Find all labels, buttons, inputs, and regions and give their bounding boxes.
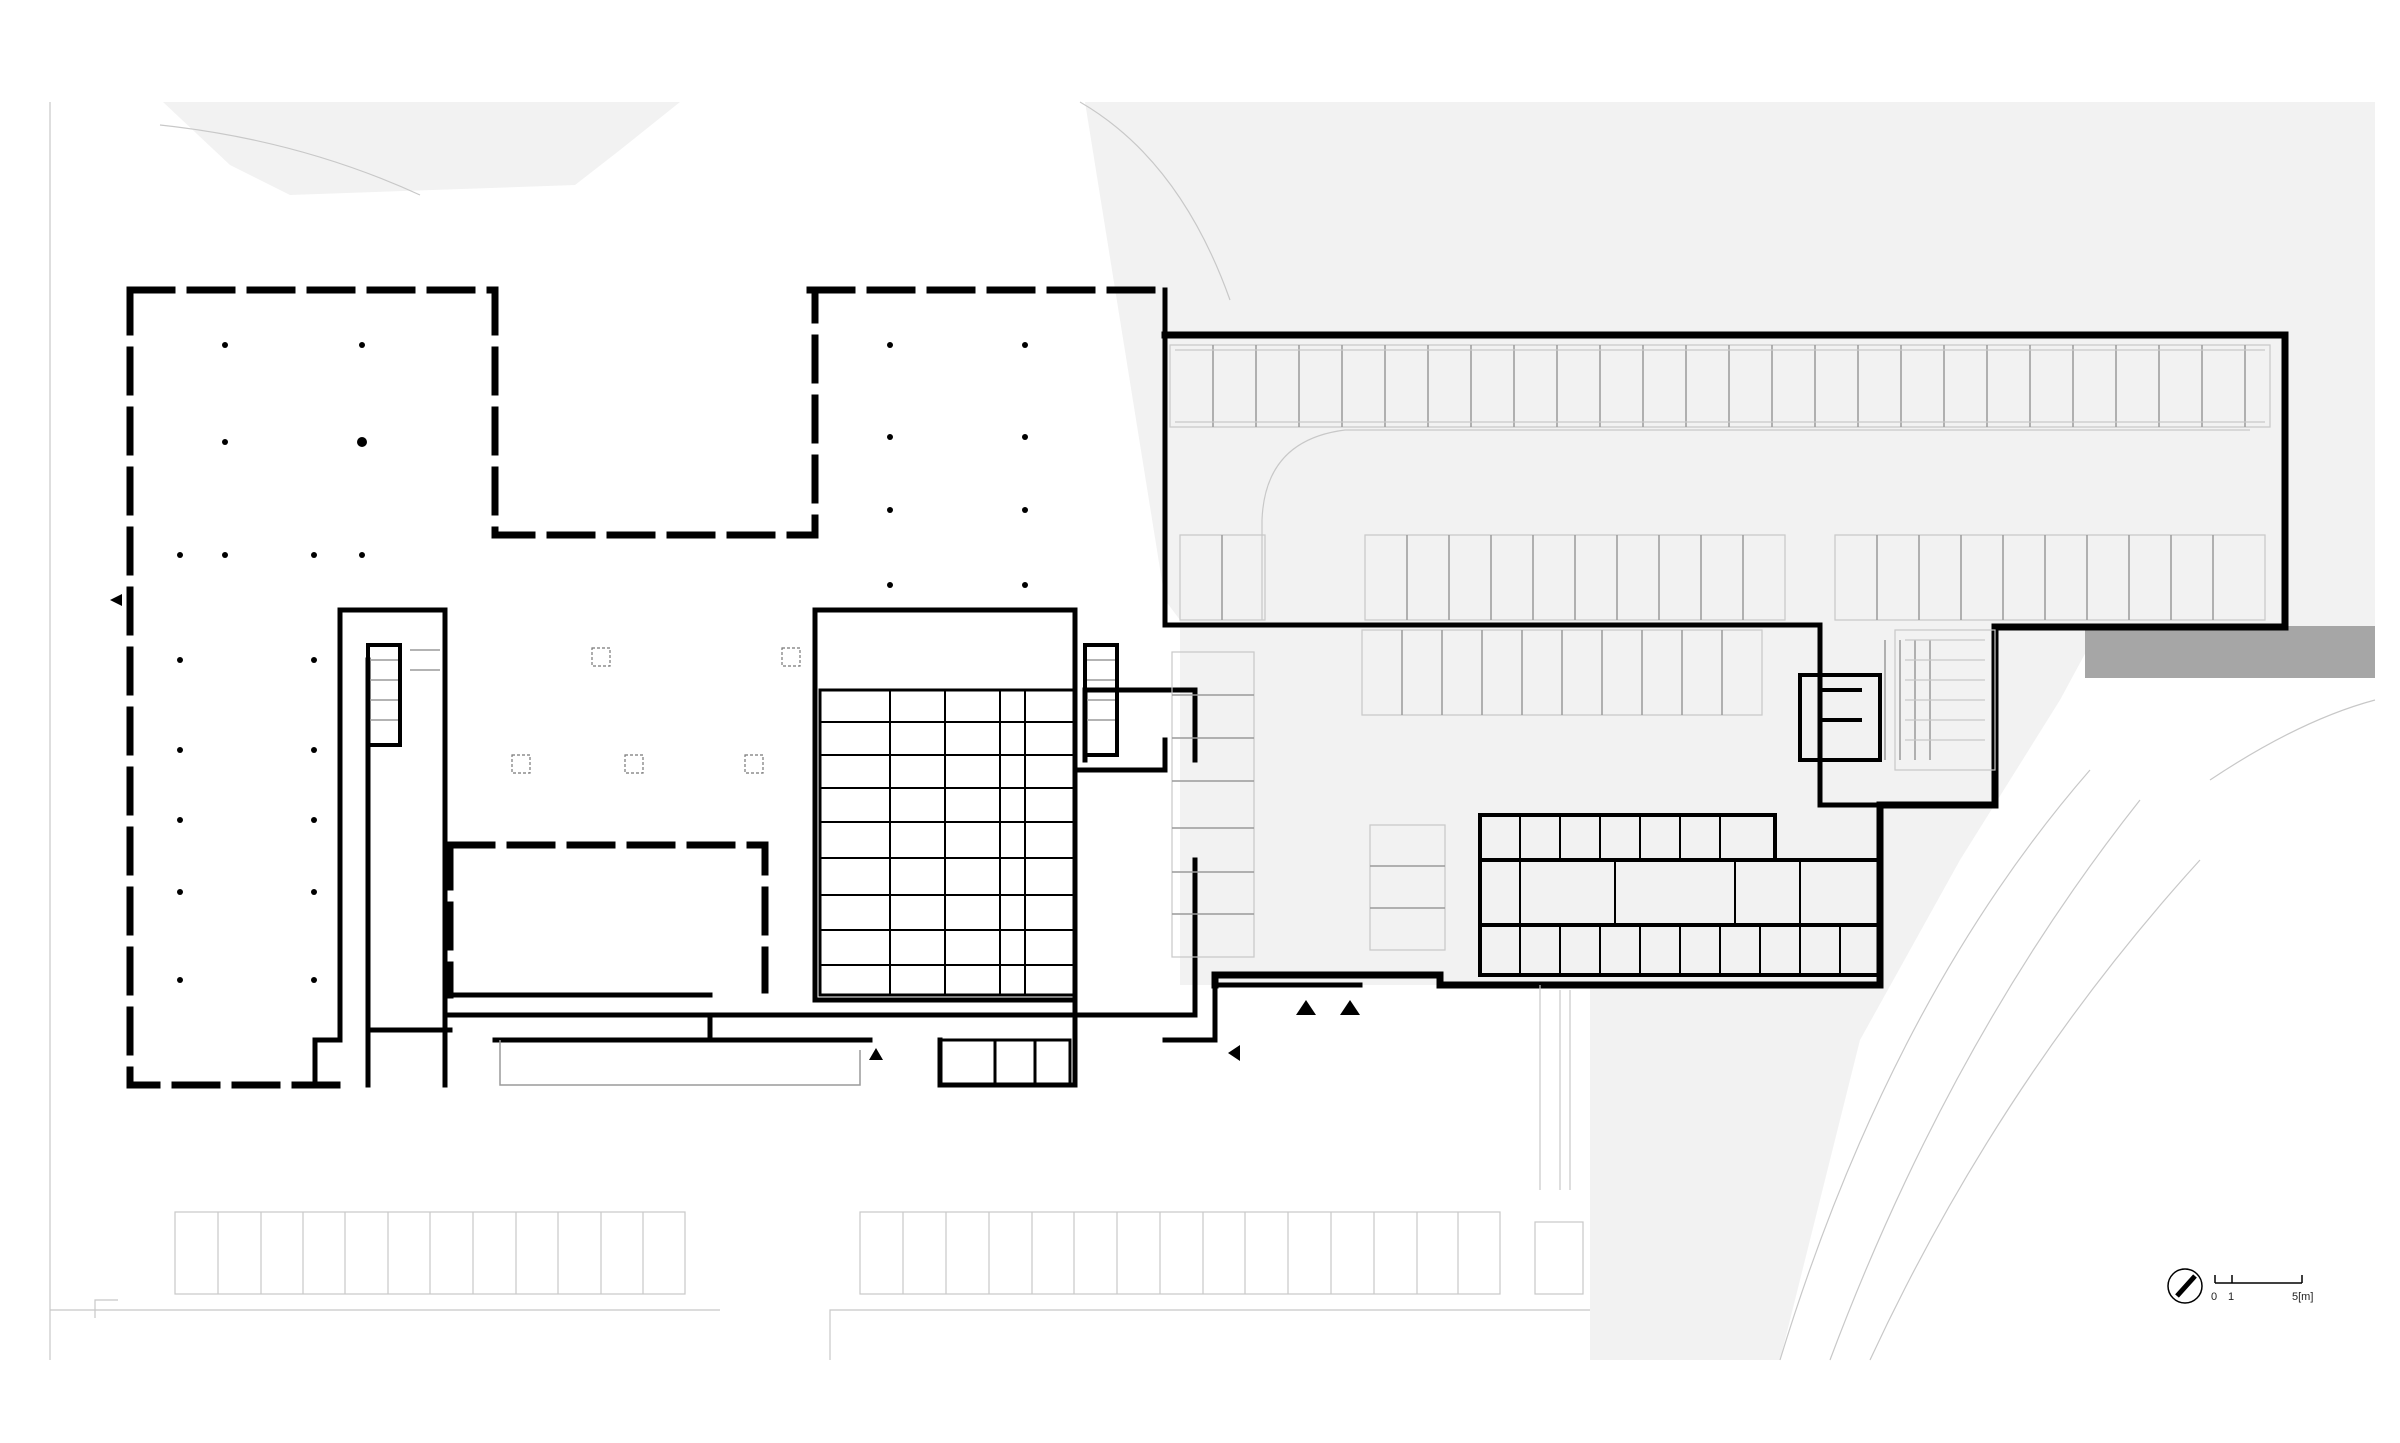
north-arrow-icon	[2175, 1274, 2197, 1298]
parking-row-south-west	[174, 1211, 686, 1295]
left-building	[126, 286, 1363, 1089]
north-arrow	[2167, 1268, 2203, 1304]
upper-green-area	[163, 102, 680, 195]
scale-tick-0: 0	[2211, 1291, 2217, 1303]
columns	[177, 342, 1028, 983]
site-boundary	[49, 102, 1590, 1360]
road-area	[1085, 102, 2375, 1360]
site-context	[49, 101, 2376, 1361]
entrance-markers	[110, 594, 1360, 1061]
ramp	[2085, 626, 2375, 678]
entrance-arrow-icon	[1340, 1000, 1360, 1015]
parking-row-south-east	[859, 1211, 1584, 1295]
entrance-arrow-icon	[110, 594, 122, 606]
storage-cells	[818, 688, 1077, 1087]
scale-tick-1: 1	[2228, 1291, 2234, 1303]
road-curve-lines	[159, 101, 2376, 1361]
entrance-arrow-icon	[1296, 1000, 1316, 1015]
scale-end-label: 5[m]	[2292, 1291, 2313, 1303]
dashed-column-outlines	[511, 647, 801, 774]
entrance-arrow-icon	[1228, 1045, 1240, 1061]
scale-bar: 0 1 5[m]	[2211, 1275, 2313, 1303]
entrance-arrow-icon	[869, 1048, 883, 1060]
parking-garage	[1161, 331, 2289, 1190]
